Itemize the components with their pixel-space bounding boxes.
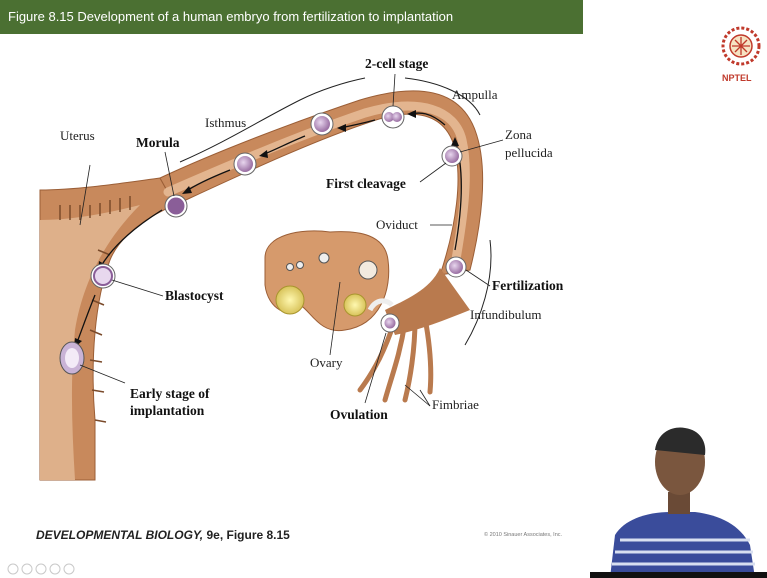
label-2-cell-stage: 2-cell stage [365, 56, 428, 71]
label-early-stage: Early stage of [130, 386, 210, 401]
label-oviduct: Oviduct [376, 217, 418, 232]
label-isthmus: Isthmus [205, 115, 246, 130]
label-implantation: implantation [130, 403, 205, 418]
prev-icon[interactable] [8, 564, 18, 574]
next-icon[interactable] [22, 564, 32, 574]
source-edition: 9e, Figure 8.15 [203, 528, 290, 542]
title-bar: Figure 8.15 Development of a human embry… [0, 0, 583, 34]
label-blastocyst: Blastocyst [165, 288, 224, 303]
embryo-blastocyst [91, 264, 115, 288]
follicle-4 [319, 253, 329, 263]
figure-title: Figure 8.15 Development of a human embry… [8, 9, 453, 24]
label-infundibulum: Infundibulum [470, 307, 542, 322]
slide-navigation[interactable] [6, 562, 96, 576]
embryo-morula [165, 195, 187, 217]
embryo-implantation [60, 342, 84, 374]
label-fertilization: Fertilization [492, 278, 564, 293]
embryo-fertilization [446, 257, 466, 277]
label-fimbriae: Fimbriae [432, 397, 479, 412]
copyright-notice: © 2010 Sinauer Associates, Inc. [484, 532, 562, 538]
label-pellucida: pellucida [505, 145, 553, 160]
embryo-8-cell [234, 153, 256, 175]
embryo-2-cell [382, 106, 404, 128]
label-ovulation: Ovulation [330, 407, 388, 422]
label-zona: Zona [505, 127, 532, 142]
follicle-2 [344, 294, 366, 316]
pen-icon[interactable] [36, 564, 46, 574]
menu-icon[interactable] [64, 564, 74, 574]
follicle-1 [276, 286, 304, 314]
follicle-3 [359, 261, 377, 279]
zoom-icon[interactable] [50, 564, 60, 574]
label-first-cleavage: First cleavage [326, 176, 406, 191]
ovary [265, 231, 389, 331]
figure-source: DEVELOPMENTAL BIOLOGY, 9e, Figure 8.15 [36, 528, 290, 542]
source-book: DEVELOPMENTAL BIOLOGY, [36, 528, 203, 542]
label-ampulla: Ampulla [452, 87, 498, 102]
presenter-video [590, 400, 767, 578]
follicle-5 [287, 264, 294, 271]
embryo-development-diagram: 2-cell stage Ampulla Isthmus Uterus Moru… [0, 34, 583, 544]
embryo-first-cleavage [442, 146, 462, 166]
nptel-logo-text: NPTEL [722, 73, 752, 83]
label-uterus: Uterus [60, 128, 95, 143]
embryo-4-cell [311, 113, 333, 135]
label-ovary: Ovary [310, 355, 343, 370]
label-morula: Morula [136, 135, 180, 150]
follicle-6 [297, 262, 304, 269]
